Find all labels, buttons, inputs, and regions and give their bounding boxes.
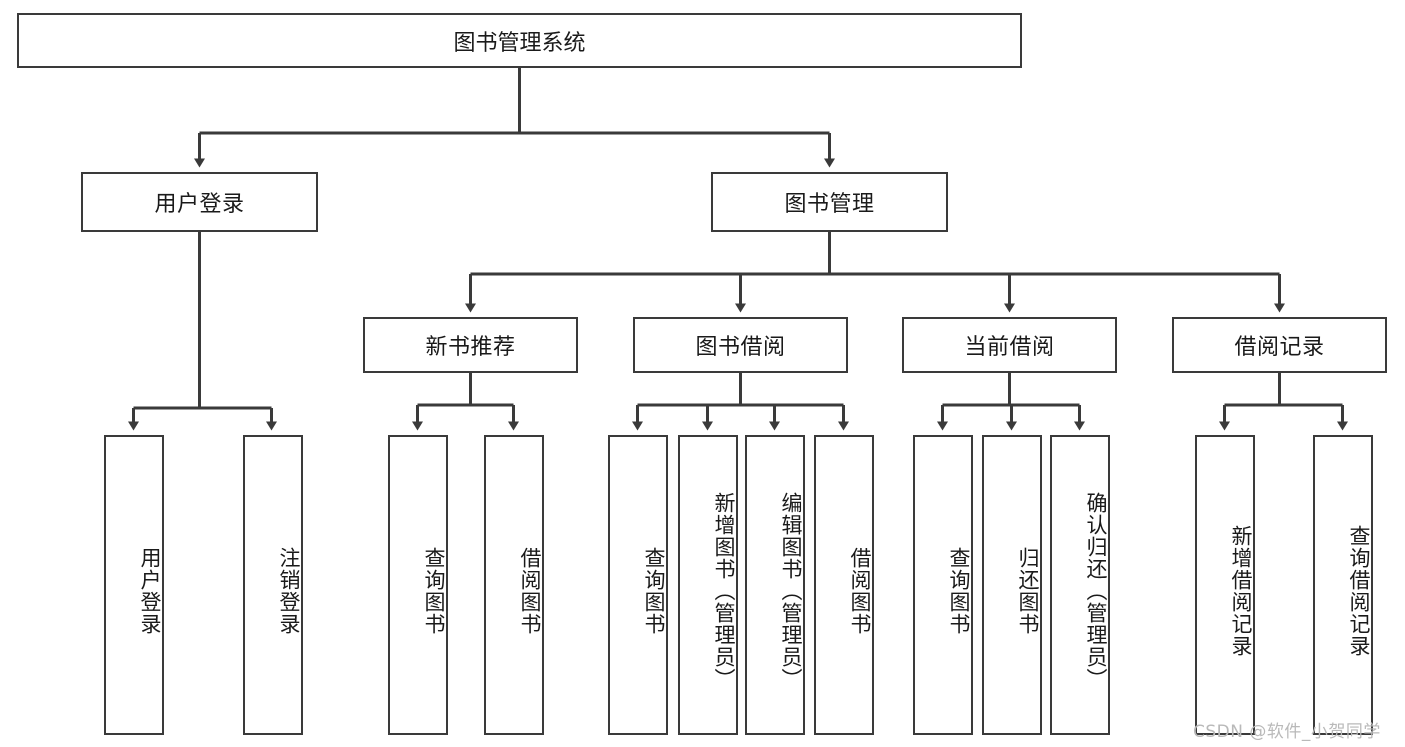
node-label: 图书管理系统 bbox=[453, 30, 586, 56]
node-label: 借阅记录 bbox=[1234, 335, 1325, 360]
leaf-borrow-book-recommend[interactable]: 借阅图书 bbox=[484, 435, 544, 735]
node-user-login[interactable]: 用户登录 bbox=[81, 172, 318, 232]
node-label: 新书推荐 bbox=[425, 335, 516, 360]
leaf-edit-book-admin[interactable]: 编辑图书（管理员） bbox=[745, 435, 805, 735]
node-borrow-record[interactable]: 借阅记录 bbox=[1172, 317, 1387, 373]
node-current-borrow[interactable]: 当前借阅 bbox=[902, 317, 1117, 373]
leaf-return-book[interactable]: 归还图书 bbox=[982, 435, 1042, 735]
node-label: 用户登录 bbox=[154, 192, 245, 217]
node-label: 图书管理 bbox=[784, 192, 875, 217]
leaf-user-login[interactable]: 用户登录 bbox=[104, 435, 164, 735]
leaf-add-borrow-record[interactable]: 新增借阅记录 bbox=[1195, 435, 1255, 735]
leaf-query-borrow-record[interactable]: 查询借阅记录 bbox=[1313, 435, 1373, 735]
leaf-add-book-admin[interactable]: 新增图书（管理员） bbox=[678, 435, 738, 735]
node-new-book-recommend[interactable]: 新书推荐 bbox=[363, 317, 578, 373]
leaf-logout[interactable]: 注销登录 bbox=[243, 435, 303, 735]
node-label: 当前借阅 bbox=[964, 335, 1055, 360]
node-root-system[interactable]: 图书管理系统 bbox=[17, 13, 1022, 68]
leaf-query-book-current[interactable]: 查询图书 bbox=[913, 435, 973, 735]
leaf-query-book-recommend[interactable]: 查询图书 bbox=[388, 435, 448, 735]
node-book-borrow[interactable]: 图书借阅 bbox=[633, 317, 848, 373]
leaf-query-book[interactable]: 查询图书 bbox=[608, 435, 668, 735]
node-book-management[interactable]: 图书管理 bbox=[711, 172, 948, 232]
node-label: 图书借阅 bbox=[695, 335, 786, 360]
leaf-confirm-return-admin[interactable]: 确认归还（管理员） bbox=[1050, 435, 1110, 735]
leaf-borrow-book[interactable]: 借阅图书 bbox=[814, 435, 874, 735]
